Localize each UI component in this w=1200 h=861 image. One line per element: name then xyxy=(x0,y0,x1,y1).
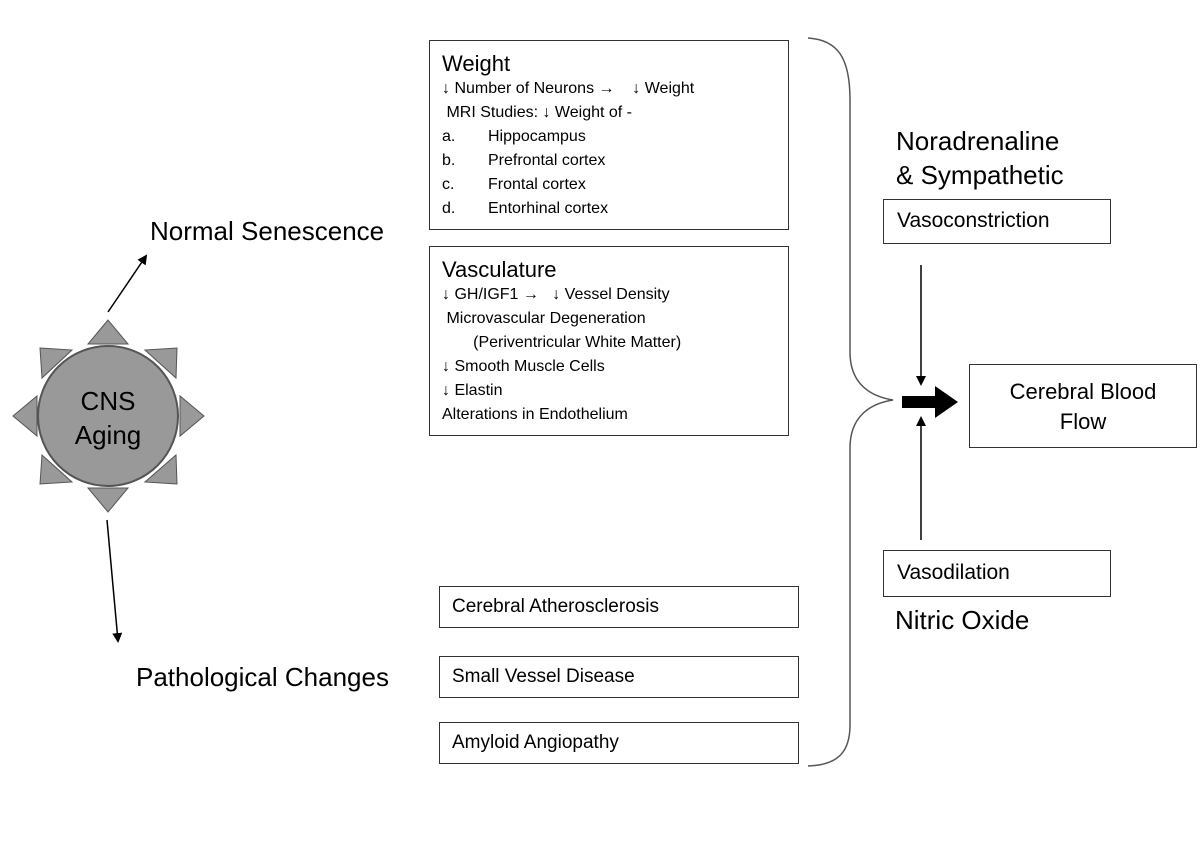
vasculature-line: Alterations in Endothelium xyxy=(442,406,628,423)
item-text: Frontal cortex xyxy=(488,176,586,193)
cns-aging-circle xyxy=(37,345,179,487)
noradrenaline-label: Noradrenaline & Sympathetic xyxy=(896,124,1064,192)
vasculature-line: ↓ Elastin xyxy=(442,382,503,399)
cns-label-line2: Aging xyxy=(74,420,142,450)
item-letter: b. xyxy=(442,152,456,169)
ray-bottom-left xyxy=(39,453,74,485)
vasculature-box: Vasculature ↓ GH/IGF1 → ↓ Vessel Density… xyxy=(429,246,789,436)
item-letter: a. xyxy=(442,128,456,145)
ray-bottom-right xyxy=(143,453,178,485)
vasculature-line: ↓ GH/IGF1 → ↓ Vessel Density xyxy=(442,286,670,303)
normal-senescence-label: Normal Senescence xyxy=(150,216,385,246)
ray-top-left xyxy=(39,347,74,380)
ray-right xyxy=(179,394,205,438)
vasculature-title: Vasculature xyxy=(442,257,557,282)
pathology-label: Small Vessel Disease xyxy=(452,666,635,687)
nitric-oxide-label: Nitric Oxide xyxy=(895,605,1030,635)
item-letter: d. xyxy=(442,200,456,217)
vasoconstriction-label: Vasoconstriction xyxy=(897,209,1050,232)
weight-title: Weight xyxy=(442,51,511,76)
vasculature-line: (Periventricular White Matter) xyxy=(442,334,682,351)
item-text: Prefrontal cortex xyxy=(488,152,606,169)
ray-top xyxy=(86,319,130,345)
vasculature-line: ↓ Smooth Muscle Cells xyxy=(442,358,605,375)
weight-item-b: b. Prefrontal cortex xyxy=(442,149,778,173)
vasodilation-label: Vasodilation xyxy=(897,561,1010,584)
item-text: Hippocampus xyxy=(488,128,586,145)
vasculature-line: Microvascular Degeneration xyxy=(442,310,646,327)
ray-left xyxy=(12,394,38,438)
weight-line-mri: MRI Studies: ↓ Weight of - xyxy=(442,104,632,121)
weight-line-neurons: ↓ Number of Neurons → ↓ Weight xyxy=(442,80,695,97)
cerebral-atherosclerosis-box: Cerebral Atherosclerosis xyxy=(439,586,799,628)
weight-item-d: d. Entorhinal cortex xyxy=(442,197,778,221)
noradrenaline-line2: & Sympathetic xyxy=(896,160,1064,190)
item-text: Entorhinal cortex xyxy=(488,200,609,217)
vasoconstriction-box: Vasoconstriction xyxy=(883,199,1111,244)
weight-item-c: c. Frontal cortex xyxy=(442,173,778,197)
cns-label-line1: CNS xyxy=(80,386,136,416)
thick-arrow-to-blood-flow xyxy=(902,386,958,418)
cns-aging-label: CNS Aging xyxy=(58,384,158,452)
cerebral-blood-flow-box: Cerebral Blood Flow xyxy=(969,364,1197,448)
noradrenaline-line1: Noradrenaline xyxy=(896,126,1060,156)
vasodilation-box: Vasodilation xyxy=(883,550,1111,597)
arrow-to-pathological-changes xyxy=(106,519,123,643)
ray-top-right xyxy=(143,347,178,380)
arrow-to-normal-senescence xyxy=(107,254,148,313)
amyloid-angiopathy-box: Amyloid Angiopathy xyxy=(439,722,799,764)
grouping-brace xyxy=(807,37,894,767)
cbf-line1: Cerebral Blood xyxy=(1009,379,1157,404)
cns-rays xyxy=(12,319,205,513)
weight-box: Weight ↓ Number of Neurons → ↓ Weight MR… xyxy=(429,40,789,230)
ray-bottom xyxy=(86,487,130,513)
small-vessel-disease-box: Small Vessel Disease xyxy=(439,656,799,698)
item-letter: c. xyxy=(442,176,455,193)
weight-item-a: a. Hippocampus xyxy=(442,125,778,149)
cbf-line2: Flow xyxy=(1059,409,1107,434)
pathological-changes-label: Pathological Changes xyxy=(136,662,389,692)
pathology-label: Cerebral Atherosclerosis xyxy=(452,596,659,617)
pathology-label: Amyloid Angiopathy xyxy=(452,732,619,753)
